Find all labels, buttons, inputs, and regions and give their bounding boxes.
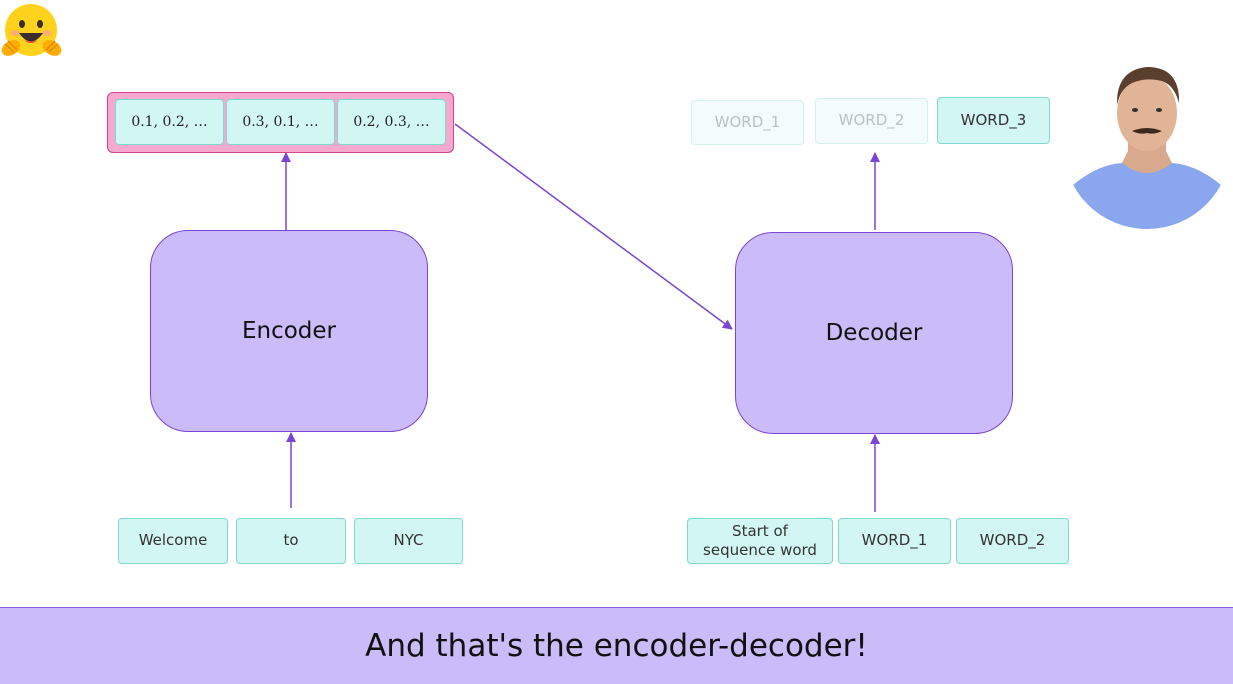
encoder-input-token-1: Welcome — [118, 518, 228, 564]
decoder-input-token-3: WORD_2 — [956, 518, 1069, 564]
encoder-output-vector-1: 0.1, 0.2, … — [115, 99, 224, 145]
decoder-output-word-3: WORD_3 — [937, 97, 1050, 144]
encoder-output-vector-3: 0.2, 0.3, … — [337, 99, 446, 145]
decoder-block: Decoder — [735, 232, 1013, 434]
decoder-output-word-1: WORD_1 — [691, 100, 804, 145]
caption-bar: And that's the encoder-decoder! — [0, 607, 1233, 684]
decoder-input-token-2: WORD_1 — [838, 518, 951, 564]
hugging-face-logo-icon — [1, 4, 62, 56]
encoder-input-token-3: NYC — [354, 518, 463, 564]
encoder-output-vector-2: 0.3, 0.1, … — [226, 99, 335, 145]
decoder-output-word-2: WORD_2 — [815, 98, 928, 144]
presenter-video-icon — [1063, 61, 1231, 229]
encoder-input-token-2: to — [236, 518, 346, 564]
encoder-to-decoder-arrow — [454, 123, 733, 330]
encoder-block: Encoder — [150, 230, 428, 432]
decoder-input-start-token: Start of sequence word — [687, 518, 833, 564]
